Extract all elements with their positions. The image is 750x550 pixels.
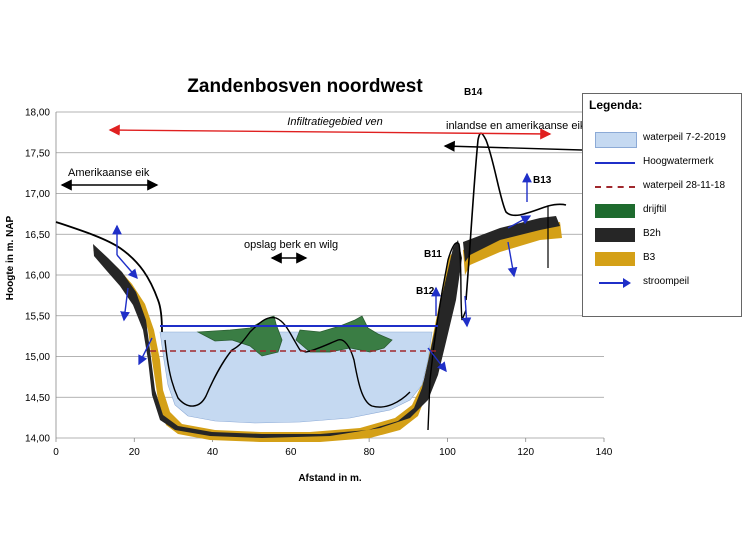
- legend-label: B3: [643, 252, 656, 263]
- stroompeil-arrow: [116, 254, 138, 280]
- b2h-layer-right: [463, 216, 560, 262]
- y-tick-label: 18,00: [25, 108, 50, 119]
- terrain-line: [55, 221, 163, 333]
- legend: Legenda: waterpeil 7-2-2019 Hoogwatermer…: [582, 93, 742, 317]
- b3-layer-right: [463, 222, 562, 275]
- y-tick-label: 16,50: [25, 230, 50, 241]
- stroompeil-arrow: [138, 337, 153, 366]
- legend-item: Hoogwatermerk: [583, 152, 741, 174]
- legend-label: waterpeil 28-11-18: [643, 180, 726, 191]
- x-tick-labels: 0 20 40 60 80 100 120 140: [53, 447, 613, 458]
- infiltration-label: Infiltratiegebied ven: [287, 116, 382, 128]
- x-tick-label: 60: [285, 447, 297, 458]
- y-tick-label: 14,50: [25, 393, 50, 404]
- legend-swatch-b3: [595, 252, 635, 266]
- legend-item: B3: [583, 248, 741, 270]
- legend-item: stroompeil: [583, 272, 741, 294]
- amerikaanse-label: Amerikaanse eik: [68, 167, 150, 179]
- b13-label: B13: [533, 175, 552, 186]
- inlandse-arrow: [443, 140, 583, 152]
- legend-item: waterpeil 28-11-18: [583, 176, 741, 198]
- y-tick-label: 17,00: [25, 189, 50, 200]
- b12-label: B12: [416, 286, 435, 297]
- water-body: [159, 331, 433, 424]
- x-tick-label: 40: [207, 447, 219, 458]
- y-tick-label: 17,50: [25, 148, 50, 159]
- x-axis-label: Afstand in m.: [298, 473, 362, 484]
- legend-label: drijftil: [643, 204, 667, 215]
- legend-label: B2h: [643, 228, 661, 239]
- legend-label: waterpeil 7-2-2019: [643, 132, 726, 143]
- legend-item: waterpeil 7-2-2019: [583, 128, 741, 150]
- legend-line-hoogwater: [595, 156, 635, 170]
- x-tick-label: 20: [129, 447, 141, 458]
- legend-swatch-water: [595, 132, 637, 148]
- root-line-left: [164, 316, 411, 408]
- legend-item: drijftil: [583, 200, 741, 222]
- stroompeil-arrow: [507, 241, 518, 278]
- x-tick-label: 140: [596, 447, 613, 458]
- profile-layers: [55, 132, 567, 442]
- y-tick-labels: 14,00 14,50 15,00 15,50 16,00 16,50 17,00 17,50…: [25, 108, 50, 445]
- legend-swatch-b2h: [595, 228, 635, 242]
- y-axis-label: Hoogte in m. NAP: [5, 215, 16, 300]
- legend-arrow-stroompeil: [595, 276, 635, 290]
- stroompeil-arrows: [112, 172, 532, 373]
- y-tick-label: 16,00: [25, 271, 50, 282]
- legend-label: stroompeil: [643, 276, 690, 287]
- drijftil-right: [295, 315, 393, 353]
- chart-title: Zandenbosven noordwest: [187, 76, 423, 97]
- infiltration-arrow: [108, 124, 552, 140]
- root-line-b11: [427, 242, 467, 431]
- b14-label: B14: [464, 87, 483, 98]
- inlandse-label: inlandse en amerikaanse eik: [446, 120, 586, 132]
- root-line-b14: [465, 132, 567, 301]
- stroompeil-arrow: [427, 347, 447, 373]
- x-tick-label: 120: [517, 447, 534, 458]
- legend-title: Legenda:: [589, 98, 643, 112]
- opslag-label: opslag berk en wilg: [244, 239, 338, 251]
- legend-swatch-drijftil: [595, 204, 635, 218]
- y-tick-label: 15,50: [25, 311, 50, 322]
- legend-line-waterpeil: [595, 180, 635, 194]
- legend-item: B2h: [583, 224, 741, 246]
- legend-label: Hoogwatermerk: [643, 156, 714, 167]
- x-tick-label: 80: [364, 447, 376, 458]
- b11-label: B11: [424, 249, 442, 260]
- stroompeil-arrow: [120, 287, 130, 322]
- x-tick-label: 0: [53, 447, 59, 458]
- x-tick-label: 100: [439, 447, 456, 458]
- y-tick-label: 14,00: [25, 434, 50, 445]
- stroompeil-arrow: [507, 215, 532, 229]
- y-tick-label: 15,00: [25, 352, 50, 363]
- stroompeil-arrow: [461, 295, 472, 328]
